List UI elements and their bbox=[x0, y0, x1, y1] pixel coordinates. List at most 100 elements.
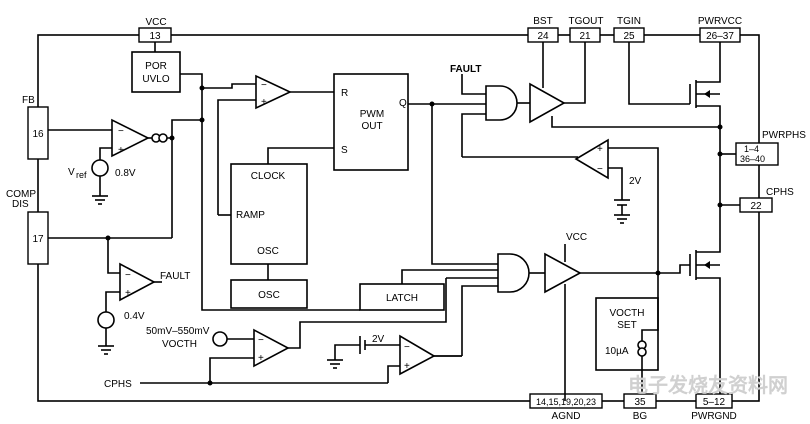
svg-text:POR: POR bbox=[145, 61, 167, 72]
svg-text:−: − bbox=[597, 164, 603, 175]
svg-text:CLOCK: CLOCK bbox=[251, 171, 286, 182]
pwm-out-block: R S Q PWM OUT bbox=[333, 73, 409, 171]
svg-text:+: + bbox=[404, 361, 410, 372]
pin-pwrgnd: 5–12 PWRGND bbox=[691, 393, 737, 422]
v2-upper-label: 2V bbox=[629, 176, 642, 187]
pin-tgin: TGIN 25 bbox=[613, 16, 645, 43]
vocth-comparator: 50mV–550mV VOCTH − + bbox=[146, 278, 447, 383]
pin-pwrphs-number: 1–4 bbox=[744, 144, 759, 154]
svg-text:10µA: 10µA bbox=[605, 346, 629, 357]
pin-vcc: VCC 13 bbox=[138, 17, 172, 43]
top-and-gate: FAULT bbox=[450, 64, 578, 158]
svg-text:OUT: OUT bbox=[361, 121, 382, 132]
svg-text:−: − bbox=[404, 342, 410, 353]
svg-text:PWM: PWM bbox=[360, 109, 384, 120]
ground-icon bbox=[327, 359, 343, 369]
ground-icon bbox=[92, 195, 108, 205]
pin-cphs-number: 22 bbox=[750, 201, 762, 212]
pin-tgout: TGOUT 21 bbox=[569, 16, 604, 43]
svg-text:+: + bbox=[118, 145, 124, 156]
v2-lower-label: 2V bbox=[372, 334, 385, 345]
vref-source-icon bbox=[91, 159, 109, 177]
pin-comp: COMP DIS 17 bbox=[6, 189, 49, 265]
svg-text:+: + bbox=[125, 288, 131, 299]
svg-text:OSC: OSC bbox=[258, 290, 280, 301]
ground-icon bbox=[98, 345, 114, 355]
pin-cphs: CPHS 22 bbox=[739, 187, 794, 213]
pin-tgin-number: 25 bbox=[623, 31, 635, 42]
ground-icon bbox=[614, 214, 630, 224]
fault-top-label: FAULT bbox=[450, 64, 481, 75]
svg-text:−: − bbox=[125, 270, 131, 281]
pin-agnd-label: AGND bbox=[552, 411, 581, 422]
svg-text:VOCTH: VOCTH bbox=[610, 308, 645, 319]
svg-text:−: − bbox=[261, 80, 267, 91]
por-uvlo-block: POR UVLO bbox=[131, 42, 203, 93]
pin-bst-number: 24 bbox=[537, 31, 549, 42]
pin-comp-number: 17 bbox=[32, 234, 44, 245]
fault-mid-label: FAULT bbox=[160, 271, 190, 282]
svg-text:+: + bbox=[261, 97, 267, 108]
svg-text:+: + bbox=[258, 353, 264, 364]
pin-bg-number: 35 bbox=[634, 397, 646, 408]
svg-text:S: S bbox=[341, 145, 348, 156]
pin-pwrphs-label: PWRPHS bbox=[762, 130, 806, 141]
v04-label: 0.4V bbox=[124, 311, 145, 322]
pin-vcc-number: 13 bbox=[149, 31, 161, 42]
bottom-driver: VCC bbox=[544, 232, 690, 394]
v08-label: 0.8V bbox=[115, 168, 136, 179]
clock-block: CLOCK RAMP OSC bbox=[218, 147, 334, 280]
svg-text:UVLO: UVLO bbox=[142, 74, 169, 85]
pin-pwrphs: PWRPHS 1–4 36–40 bbox=[735, 130, 806, 166]
high-side-mosfet-icon bbox=[689, 42, 721, 127]
svg-text:R: R bbox=[341, 88, 348, 99]
v04-source-icon bbox=[97, 311, 115, 329]
vocth-source-label: VOCTH bbox=[162, 339, 197, 350]
svg-text:OSC: OSC bbox=[257, 246, 279, 257]
svg-text:Q: Q bbox=[399, 98, 407, 109]
vocth-source-icon bbox=[212, 331, 228, 347]
watermark: 电子发烧友资料网 bbox=[628, 373, 788, 397]
pin-tgout-label: TGOUT bbox=[569, 16, 604, 27]
pin-tgin-label: TGIN bbox=[617, 16, 641, 27]
pin-bst: BST 24 bbox=[527, 16, 559, 43]
svg-text:RAMP: RAMP bbox=[236, 210, 265, 221]
pin-pwrvcc-label: PWRVCC bbox=[698, 16, 742, 27]
cphs-in-label: CPHS bbox=[104, 379, 132, 390]
pin-agnd: 14,15,19,20,23 AGND bbox=[529, 393, 603, 422]
pin-pwrgnd-label: PWRGND bbox=[691, 411, 737, 422]
pin-bg-label: BG bbox=[633, 411, 648, 422]
error-amplifier: − + V ref 0.8V bbox=[48, 118, 202, 238]
pin-pwrgnd-number: 5–12 bbox=[703, 397, 726, 408]
vocth-range-label: 50mV–550mV bbox=[146, 326, 210, 337]
pin-agnd-number: 14,15,19,20,23 bbox=[536, 397, 596, 407]
vcc-driver-label: VCC bbox=[566, 232, 587, 243]
pin-bst-label: BST bbox=[533, 16, 552, 27]
pin-fb-number: 16 bbox=[32, 129, 44, 140]
low-side-mosfet-icon bbox=[689, 238, 721, 394]
comparator-2v-lower: 2V − + bbox=[327, 334, 436, 383]
pin-fb-label: FB bbox=[22, 95, 35, 106]
svg-text:−: − bbox=[118, 126, 124, 137]
top-driver bbox=[517, 42, 720, 128]
pin-tgout-number: 21 bbox=[579, 31, 591, 42]
svg-text:+: + bbox=[597, 144, 603, 155]
svg-text:SET: SET bbox=[617, 320, 636, 331]
latch-block: LATCH bbox=[359, 269, 498, 311]
svg-text:LATCH: LATCH bbox=[386, 293, 418, 304]
pin-comp-label2: DIS bbox=[12, 199, 29, 210]
svg-text:−: − bbox=[258, 335, 264, 346]
pin-pwrphs-number2: 36–40 bbox=[740, 154, 765, 164]
vref-label: V bbox=[68, 167, 75, 178]
fault-comparator: − + FAULT 0.4V bbox=[97, 238, 190, 355]
vref-sub: ref bbox=[76, 170, 87, 180]
pwm-comparator: − + bbox=[202, 74, 334, 215]
pin-pwrvcc: PWRVCC 26–37 bbox=[698, 16, 742, 43]
pin-comp-label: COMP bbox=[6, 189, 36, 200]
osc-block: OSC bbox=[230, 279, 308, 309]
pin-pwrvcc-number: 26–37 bbox=[706, 31, 734, 42]
pin-fb: FB 16 bbox=[22, 95, 49, 160]
comparator-2v-upper: + − 2V bbox=[574, 138, 659, 276]
pin-bg: 35 BG bbox=[623, 393, 657, 422]
pin-vcc-label: VCC bbox=[145, 17, 166, 28]
